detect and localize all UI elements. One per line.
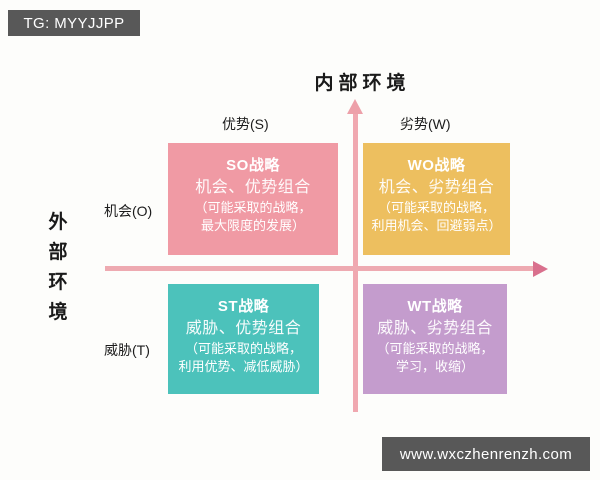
quadrant-so-title: SO战略: [226, 157, 280, 174]
quadrant-st-note-line1: （可能采取的战略，: [184, 341, 302, 356]
quadrant-wo-note-line1: （可能采取的战略，: [377, 200, 495, 215]
quadrant-wt-note-line1: （可能采取的战略，: [376, 341, 494, 356]
external-title-char-2: 部: [48, 242, 68, 263]
quadrant-wo-subtitle: 机会、劣势组合: [378, 179, 495, 196]
quadrant-wo-note-line2: 利用机会、回避弱点）: [371, 218, 502, 233]
external-title-char-1: 外: [48, 212, 68, 233]
quadrant-so-note-line1: （可能采取的战略，: [194, 200, 312, 215]
vertical-axis-line: [353, 112, 358, 412]
quadrant-wt: WT战略 威胁、劣势组合 （可能采取的战略， 学习，收缩）: [363, 284, 507, 394]
quadrant-wo-note: （可能采取的战略， 利用机会、回避弱点）: [363, 199, 510, 235]
row-label-opportunities: 机会(O): [104, 203, 153, 219]
quadrant-so: SO战略 机会、优势组合 （可能采取的战略， 最大限度的发展）: [168, 143, 338, 255]
row-label-threats: 威胁(T): [104, 342, 150, 358]
external-title-char-3: 环: [48, 272, 68, 293]
quadrant-so-note: （可能采取的战略， 最大限度的发展）: [168, 199, 338, 235]
quadrant-wt-title: WT战略: [407, 298, 463, 315]
quadrant-st-subtitle: 威胁、优势组合: [185, 320, 302, 337]
quadrant-wo: WO战略 机会、劣势组合 （可能采取的战略， 利用机会、回避弱点）: [363, 143, 510, 255]
external-environment-title: 外 部 环 境: [38, 208, 78, 328]
external-title-char-4: 境: [48, 302, 68, 323]
horizontal-axis-line: [105, 266, 535, 271]
watermark-bottom-right: www.wxczhenrenzh.com: [382, 437, 590, 471]
column-label-strengths: 优势(S): [222, 116, 269, 132]
quadrant-wt-note: （可能采取的战略， 学习，收缩）: [363, 340, 507, 376]
quadrant-wt-note-line2: 学习，收缩）: [395, 359, 474, 374]
quadrant-wt-subtitle: 威胁、劣势组合: [377, 320, 493, 337]
quadrant-st-note: （可能采取的战略， 利用优势、减低威胁）: [168, 340, 319, 376]
quadrant-st: ST战略 威胁、优势组合 （可能采取的战略， 利用优势、减低威胁）: [168, 284, 319, 394]
vertical-axis-arrow-icon: [347, 99, 363, 114]
column-label-weaknesses: 劣势(W): [400, 116, 451, 132]
quadrant-so-note-line2: 最大限度的发展）: [200, 218, 305, 233]
quadrant-st-title: ST战略: [217, 298, 270, 315]
quadrant-wo-title: WO战略: [407, 157, 466, 174]
internal-environment-title: 内部环境: [314, 73, 411, 94]
watermark-top-left: TG: MYYJJPP: [8, 10, 140, 36]
horizontal-axis-arrow-icon: [533, 261, 548, 277]
quadrant-st-note-line2: 利用优势、减低威胁）: [178, 359, 309, 374]
quadrant-so-subtitle: 机会、优势组合: [195, 179, 311, 196]
